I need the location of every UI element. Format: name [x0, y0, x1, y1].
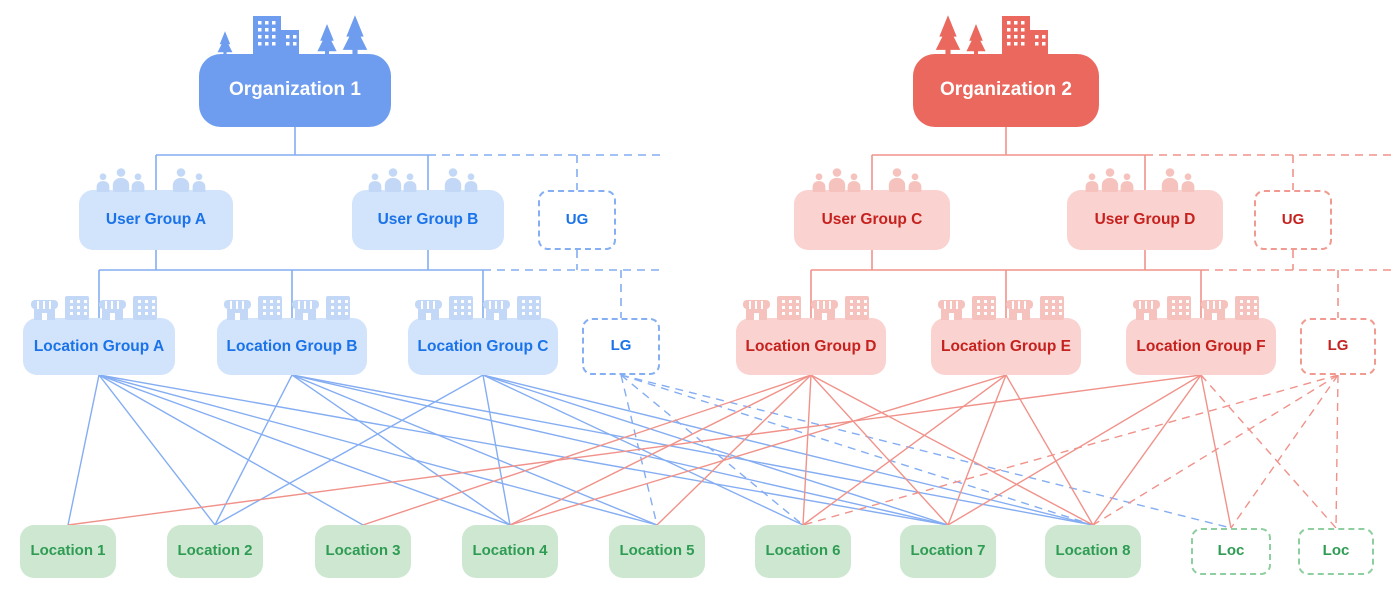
node-location-4: Location 4 [462, 525, 558, 578]
node-location-5: Location 5 [609, 525, 705, 578]
node-label: User Group A [105, 211, 207, 229]
node-location-group-a: Location Group A [23, 296, 175, 375]
node-location-group-f: Location Group F [1126, 296, 1276, 375]
node-location-3: Location 3 [315, 525, 411, 578]
node-user-group-d: User Group D [1067, 168, 1223, 250]
node-label: LG [610, 337, 632, 355]
node-label: Location Group D [745, 337, 877, 355]
node-location-group-placeholder: LG [1300, 318, 1376, 375]
node-label: Location Group C [417, 337, 549, 355]
node-label: UG [1281, 210, 1305, 228]
node-location-group-c: Location Group C [408, 296, 558, 375]
node-location-8: Location 8 [1045, 525, 1141, 578]
node-label: Location Group A [33, 337, 165, 355]
node-location-7: Location 7 [900, 525, 996, 578]
node-user-group-placeholder: UG [1254, 190, 1332, 250]
node-label: Location 5 [619, 542, 695, 560]
node-label: UG [565, 210, 589, 228]
node-location-placeholder: Loc [1191, 528, 1271, 575]
node-user-group-c: User Group C [794, 168, 950, 250]
node-label: Loc [1322, 542, 1350, 560]
node-label: Organization 2 [940, 79, 1072, 101]
node-label: User Group C [821, 211, 923, 229]
node-label: Location 3 [325, 542, 401, 560]
node-location-group-b: Location Group B [217, 296, 367, 375]
node-organization-1: Organization 1 [199, 15, 391, 127]
node-label: Location 2 [177, 542, 253, 560]
node-label: Location 4 [472, 542, 548, 560]
node-location-2: Location 2 [167, 525, 263, 578]
node-label: Location Group B [226, 337, 358, 355]
node-user-group-placeholder: UG [538, 190, 616, 250]
node-label: Location 1 [30, 542, 106, 560]
node-location-group-d: Location Group D [736, 296, 886, 375]
node-location-placeholder: Loc [1298, 528, 1374, 575]
node-user-group-a: User Group A [79, 168, 233, 250]
node-label: LG [1327, 337, 1349, 355]
node-label: Location 6 [765, 542, 841, 560]
node-label: Location 8 [1055, 542, 1131, 560]
node-label: Location 7 [910, 542, 986, 560]
node-label: User Group D [1094, 211, 1196, 229]
node-label: Organization 1 [229, 79, 361, 101]
node-organization-2: Organization 2 [913, 15, 1099, 127]
node-location-6: Location 6 [755, 525, 851, 578]
node-location-1: Location 1 [20, 525, 116, 578]
node-label: Location Group F [1136, 337, 1266, 355]
node-label: Loc [1217, 542, 1245, 560]
node-user-group-b: User Group B [352, 168, 504, 250]
node-label: User Group B [377, 211, 479, 229]
node-location-group-placeholder: LG [582, 318, 660, 375]
node-label: Location Group E [940, 337, 1072, 355]
node-location-group-e: Location Group E [931, 296, 1081, 375]
